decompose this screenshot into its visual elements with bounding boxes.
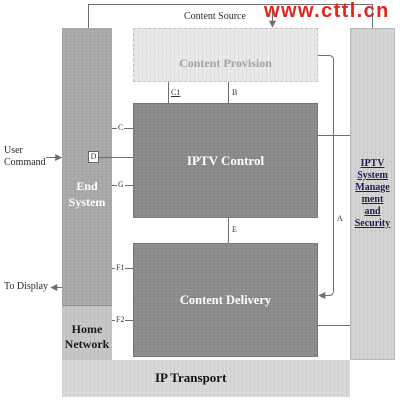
interface-label-c: C [117, 123, 125, 133]
home-network-label-line: Home [71, 322, 103, 336]
interface-label-a: A [337, 214, 343, 223]
home-network-label-line: Network [64, 337, 110, 351]
home-network-label: Home Network [62, 322, 112, 352]
end-system-label-line: End [76, 179, 98, 193]
management-label-line: and [364, 206, 381, 217]
interface-label-c1: C1 [171, 88, 181, 97]
home-network-block: Home Network [62, 305, 112, 360]
interface-label-b: B [232, 88, 238, 97]
management-label: IPTV System Manage ment and Security [351, 158, 394, 230]
content-source-label: Content Source [184, 11, 246, 22]
management-label-line: ment [361, 194, 384, 205]
user-command-label: User Command [4, 145, 46, 169]
interface-label-d: D [88, 151, 99, 163]
management-label-line: IPTV [360, 158, 385, 169]
end-system-label: End System [62, 178, 112, 210]
management-label-line: Manage [355, 182, 390, 193]
iptv-control-block: IPTV Control [133, 103, 318, 218]
user-command-label-line: Command [4, 157, 46, 168]
content-provision-block: Content Provision [133, 28, 318, 82]
management-label-line: System [357, 170, 388, 181]
iptv-system-management-security-block: IPTV System Manage ment and Security [350, 28, 395, 360]
a-interface-line [318, 55, 334, 299]
to-display-label: To Display [4, 281, 49, 292]
interface-label-f2: F2 [115, 315, 126, 325]
management-label-line: Security [354, 218, 391, 229]
content-delivery-label: Content Delivery [179, 293, 272, 307]
iptv-control-label: IPTV Control [186, 153, 265, 168]
content-delivery-block: Content Delivery [133, 243, 318, 357]
watermark: www.cttl.cn [264, 0, 390, 22]
user-command-label-line: User [4, 145, 23, 156]
ip-transport-label: IP Transport [155, 370, 227, 385]
end-system-block: End System [62, 28, 112, 305]
ip-transport-block: IP Transport [62, 360, 350, 397]
interface-label-g: G [117, 180, 125, 190]
content-provision-label: Content Provision [179, 56, 272, 70]
end-system-label-line: System [68, 195, 106, 209]
interface-label-f1: F1 [115, 263, 126, 273]
interface-label-e: E [232, 225, 237, 234]
